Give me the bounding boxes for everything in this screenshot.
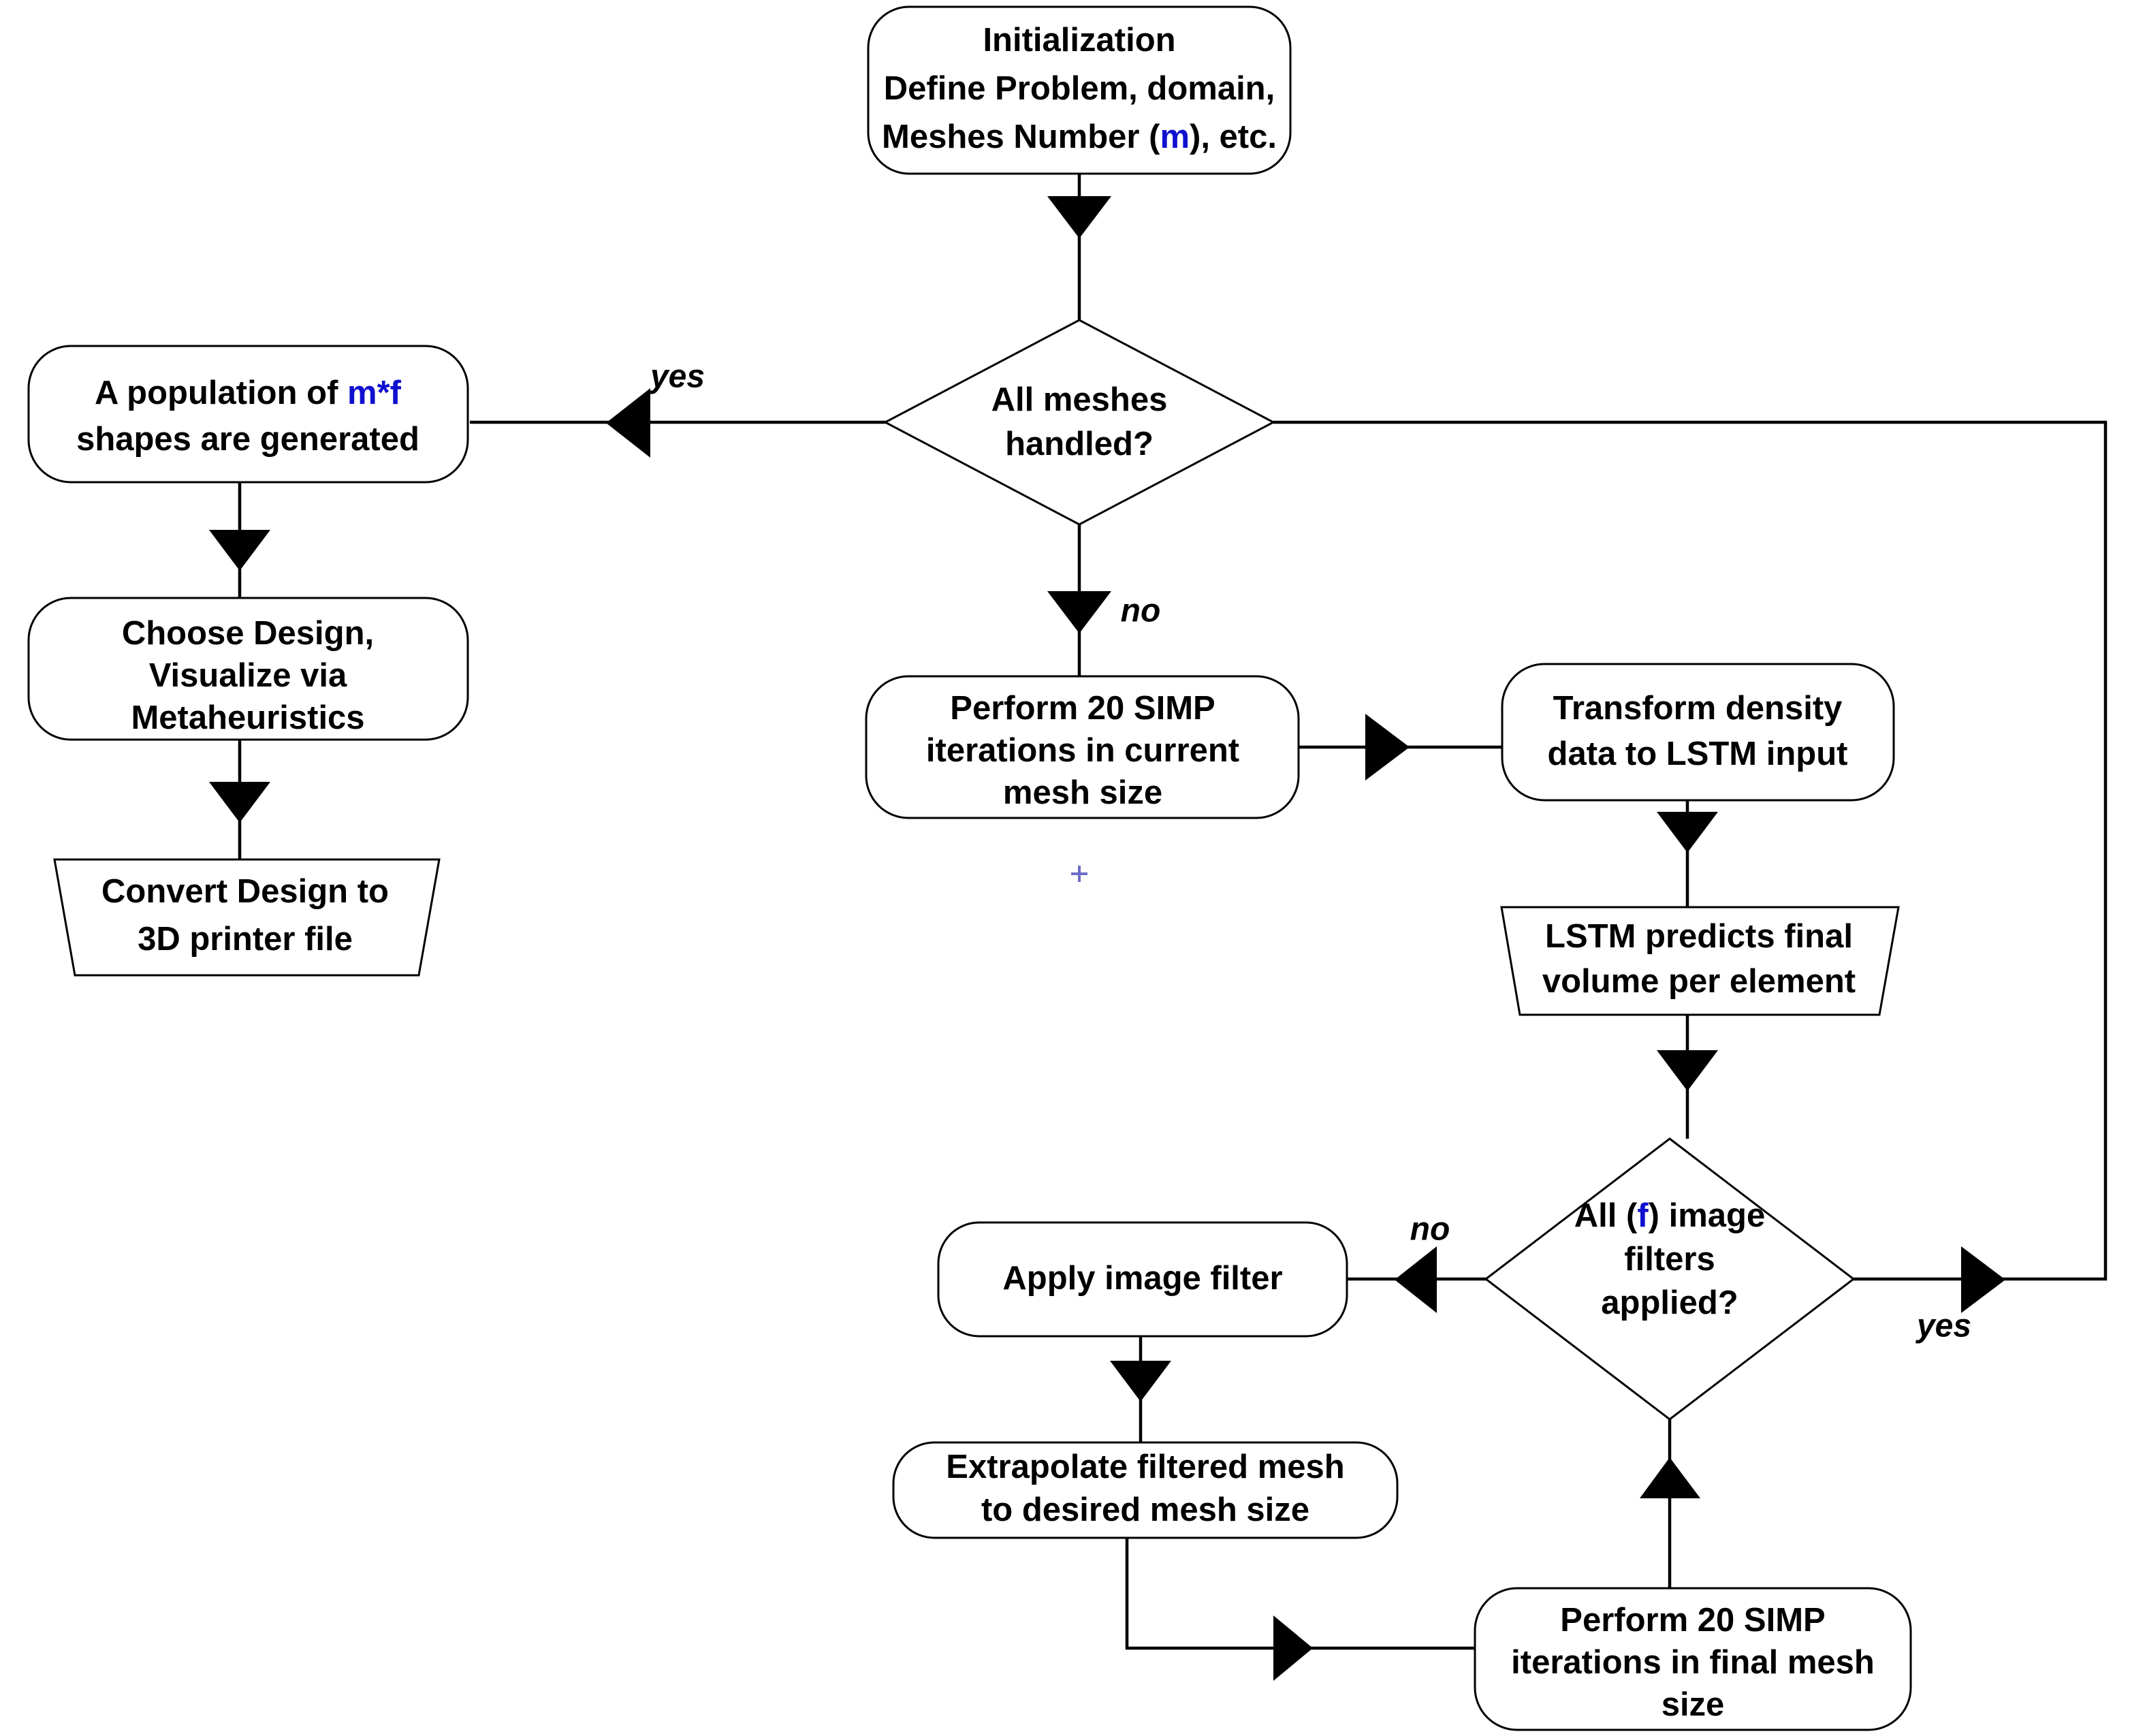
all-meshes-handled-shape [883,319,1276,526]
transform-density-shape [1501,663,1895,802]
all-filters-applied-line1-suffix: ) image [1649,1197,1766,1234]
initialization-line3-prefix: Meshes Number ( [882,119,1160,155]
choose-design-shape [27,597,469,741]
convert-design-line2: 3D printer file [138,921,353,958]
node-apply-image-filter[interactable]: Apply image filter [937,1221,1348,1338]
arrowhead-filters-yes-loopback [1961,1246,2005,1313]
lstm-predicts-shape [1500,906,1900,1016]
transform-density-line1: Transform density [1553,690,1843,727]
simp-current-line1: Perform 20 SIMP [950,690,1215,727]
initialization-line1: Initialization [983,22,1175,59]
node-simp-final[interactable]: Perform 20 SIMP iterations in final mesh… [1474,1587,1912,1731]
edge-label-meshes-yes: yes [649,359,705,395]
population-line2: shapes are generated [76,421,419,458]
initialization-meshes-variable: m [1160,119,1190,155]
initialization-line3-suffix: ), etc. [1190,119,1277,155]
arrowhead-filters-no [1395,1246,1437,1313]
apply-image-filter-line1: Apply image filter [1002,1260,1282,1297]
lstm-predicts-line1: LSTM predicts final [1545,918,1853,955]
node-simp-current[interactable]: Perform 20 SIMP iterations in current me… [865,675,1300,819]
simp-final-line2: iterations in final mesh [1511,1644,1875,1681]
all-filters-applied-line1-prefix: All ( [1574,1197,1638,1234]
connector-extrapolate-to-simpfinal [1125,1536,1476,1650]
node-all-meshes-handled[interactable]: All meshes handled? [883,319,1276,526]
all-meshes-handled-line1: All meshes [991,381,1168,418]
arrowhead-simp-to-transform [1365,714,1410,780]
connector-filters-yes-loopback [1273,420,2108,1281]
simp-final-line1: Perform 20 SIMP [1560,1602,1825,1639]
lstm-predicts-line2: volume per element [1542,963,1856,1000]
all-filters-f-variable: f [1637,1197,1649,1234]
apply-image-filter-shape [937,1221,1348,1338]
choose-design-line1: Choose Design, [122,615,374,652]
population-line1-prefix: A population of [95,375,347,411]
initialization-shape [867,5,1292,175]
arrowhead-transform-to-lstm [1657,812,1718,853]
node-choose-design[interactable]: Choose Design, Visualize via Metaheurist… [27,597,469,741]
initialization-line3: Meshes Number (m), etc. [882,119,1277,155]
transform-density-line2: data to LSTM input [1548,736,1848,772]
arrowhead-simpfinal-to-filters [1640,1457,1700,1498]
population-shape [27,345,469,484]
all-filters-applied-shape [1484,1137,1856,1421]
edge-label-meshes-no: no [1121,593,1161,629]
extrapolate-mesh-line1: Extrapolate filtered mesh [946,1449,1344,1485]
population-mf-variable: m*f [347,375,402,411]
convert-design-shape [53,858,441,977]
edge-label-filters-yes: yes [1916,1308,1971,1344]
arrowhead-meshes-yes [606,388,650,458]
node-convert-design[interactable]: Convert Design to 3D printer file [53,858,441,977]
initialization-line2: Define Problem, domain, [884,70,1275,107]
arrowhead-lstm-to-filters [1657,1050,1718,1091]
simp-current-line3: mesh size [1003,774,1162,811]
node-all-filters-applied[interactable]: All (f) image filters applied? [1484,1137,1856,1421]
node-initialization[interactable]: Initialization Define Problem, domain, M… [867,5,1292,175]
all-filters-applied-line3: applied? [1601,1284,1738,1321]
simp-current-shape [865,675,1300,819]
all-filters-applied-line1: All (f) image [1574,1197,1765,1234]
all-meshes-handled-line2: handled? [1005,426,1154,462]
edge-label-filters-no: no [1410,1212,1450,1248]
simp-final-line3: size [1662,1686,1725,1723]
simp-final-shape [1474,1587,1912,1731]
arrowhead-population-to-choose [209,530,270,571]
node-lstm-predicts[interactable]: LSTM predicts final volume per element [1500,906,1900,1016]
arrowhead-extrapolate-to-simpfinal [1273,1615,1313,1681]
population-line1: A population of m*f [95,375,402,411]
node-population[interactable]: A population of m*f shapes are generated [27,345,469,484]
arrowhead-init-to-meshes [1047,196,1111,238]
choose-design-line2: Visualize via [149,657,347,694]
choose-design-line3: Metaheuristics [131,699,364,736]
extrapolate-mesh-shape [892,1441,1399,1539]
extrapolate-mesh-line2: to desired mesh size [981,1492,1309,1528]
convert-design-line1: Convert Design to [101,873,389,910]
node-extrapolate-mesh[interactable]: Extrapolate filtered mesh to desired mes… [892,1441,1399,1539]
arrowhead-choose-to-convert [209,782,270,823]
stray-crosshair-mark [1071,866,1087,882]
all-filters-applied-line2: filters [1624,1241,1715,1278]
simp-current-line2: iterations in current [926,732,1239,769]
arrowhead-meshes-no [1047,591,1111,633]
arrowhead-apply-to-extrapolate [1110,1361,1171,1402]
node-transform-density[interactable]: Transform density data to LSTM input [1501,663,1895,802]
